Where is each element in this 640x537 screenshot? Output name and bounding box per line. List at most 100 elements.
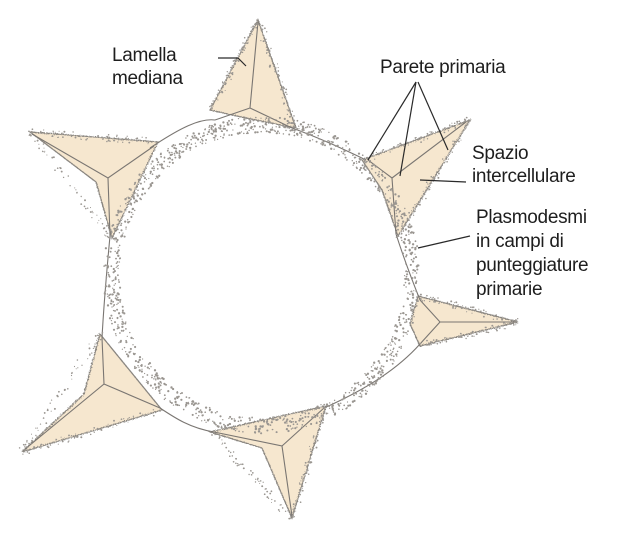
wall-stipple-dot — [115, 251, 116, 252]
wall-stipple-dot — [509, 322, 511, 324]
wall-stipple-dot — [271, 499, 272, 500]
wall-stipple-dot — [293, 516, 294, 517]
wall-stipple-dot — [124, 323, 126, 325]
wall-stipple-dot — [384, 177, 385, 178]
wall-stipple-dot — [297, 128, 298, 129]
wall-stipple-dot — [374, 159, 375, 160]
wall-stipple-dot — [283, 87, 285, 89]
wall-stipple-dot — [485, 327, 486, 328]
wall-stipple-dot — [116, 239, 118, 241]
wall-stipple-dot — [258, 481, 259, 482]
wall-stipple-dot — [94, 432, 95, 433]
wall-stipple-dot — [226, 74, 228, 76]
wall-stipple-dot — [467, 335, 468, 336]
wall-stipple-dot — [517, 320, 518, 321]
wall-stipple-dot — [105, 290, 106, 291]
wall-stipple-dot — [413, 232, 415, 234]
wall-stipple-dot — [125, 340, 127, 342]
wall-stipple-dot — [439, 342, 441, 344]
wall-stipple-dot — [265, 41, 266, 42]
wall-stipple-dot — [154, 369, 156, 371]
wall-stipple-dot — [150, 366, 151, 367]
wall-stipple-dot — [380, 367, 382, 369]
wall-stipple-dot — [189, 147, 191, 149]
wall-stipple-dot — [284, 421, 286, 423]
wall-stipple-dot — [252, 25, 254, 27]
wall-stipple-dot — [460, 333, 462, 335]
wall-stipple-dot — [192, 400, 194, 402]
wall-stipple-dot — [358, 384, 359, 385]
wall-stipple-dot — [51, 399, 52, 400]
wall-stipple-dot — [269, 131, 271, 133]
wall-stipple-dot — [230, 122, 232, 124]
wall-stipple-dot — [383, 366, 385, 368]
wall-stipple-dot — [134, 192, 136, 194]
wall-stipple-dot — [376, 152, 377, 153]
wall-stipple-dot — [34, 448, 36, 450]
wall-stipple-dot — [147, 374, 149, 376]
wall-stipple-dot — [161, 377, 163, 379]
wall-stipple-dot — [303, 474, 305, 476]
wall-stipple-dot — [233, 451, 234, 452]
wall-stipple-dot — [172, 388, 174, 390]
wall-stipple-dot — [232, 72, 234, 74]
wall-stipple-dot — [384, 349, 385, 350]
wall-stipple-dot — [204, 420, 205, 421]
wall-stipple-dot — [98, 220, 99, 221]
wall-stipple-dot — [292, 421, 293, 422]
wall-stipple-dot — [221, 91, 223, 93]
wall-stipple-dot — [399, 318, 400, 319]
wall-stipple-dot — [285, 130, 287, 132]
wall-stipple-dot — [244, 37, 246, 39]
wall-stipple-dot — [468, 307, 469, 308]
wall-stipple-dot — [254, 125, 256, 127]
wall-stipple-dot — [279, 133, 280, 134]
wall-stipple-dot — [302, 420, 304, 422]
wall-stipple-dot — [138, 174, 140, 176]
wall-stipple-dot — [245, 423, 247, 425]
wall-stipple-dot — [318, 407, 320, 409]
wall-stipple-dot — [192, 132, 194, 134]
wall-stipple-dot — [308, 131, 310, 133]
wall-stipple-dot — [125, 351, 126, 352]
wall-stipple-dot — [213, 131, 215, 133]
wall-stipple-dot — [76, 368, 77, 369]
wall-stipple-dot — [124, 220, 126, 222]
wall-stipple-dot — [293, 503, 295, 505]
wall-stipple-dot — [106, 225, 108, 227]
wall-stipple-dot — [262, 125, 264, 127]
wall-stipple-dot — [216, 411, 218, 413]
wall-stipple-dot — [122, 306, 124, 308]
wall-stipple-dot — [201, 414, 203, 416]
wall-stipple-dot — [307, 124, 309, 126]
wall-stipple-dot — [44, 412, 46, 414]
wall-stipple-dot — [460, 336, 462, 338]
wall-stipple-dot — [188, 142, 190, 144]
wall-stipple-dot — [235, 428, 236, 429]
wall-stipple-dot — [356, 163, 357, 164]
wall-stipple-dot — [407, 334, 408, 335]
wall-stipple-dot — [302, 478, 303, 479]
label-plasmodesmi-line1: Plasmodesmi — [476, 206, 587, 229]
wall-stipple-dot — [140, 183, 142, 185]
wall-stipple-dot — [51, 411, 52, 412]
wall-stipple-dot — [365, 386, 366, 387]
wall-stipple-dot — [43, 417, 45, 419]
wall-stipple-dot — [167, 390, 169, 392]
wall-stipple-dot — [195, 402, 197, 404]
wall-stipple-dot — [144, 177, 146, 179]
wall-stipple-dot — [309, 140, 311, 142]
wall-stipple-dot — [437, 343, 439, 345]
wall-stipple-dot — [301, 424, 303, 426]
wall-stipple-dot — [132, 196, 134, 198]
wall-stipple-dot — [402, 226, 404, 228]
wall-stipple-dot — [294, 135, 296, 137]
wall-stipple-dot — [117, 326, 118, 327]
wall-stipple-dot — [245, 117, 247, 119]
wall-stipple-dot — [405, 263, 406, 264]
wall-stipple-dot — [271, 419, 273, 421]
wall-stipple-dot — [161, 165, 163, 167]
wall-stipple-dot — [232, 74, 234, 76]
wall-stipple-dot — [375, 382, 377, 384]
wall-stipple-dot — [420, 294, 422, 296]
